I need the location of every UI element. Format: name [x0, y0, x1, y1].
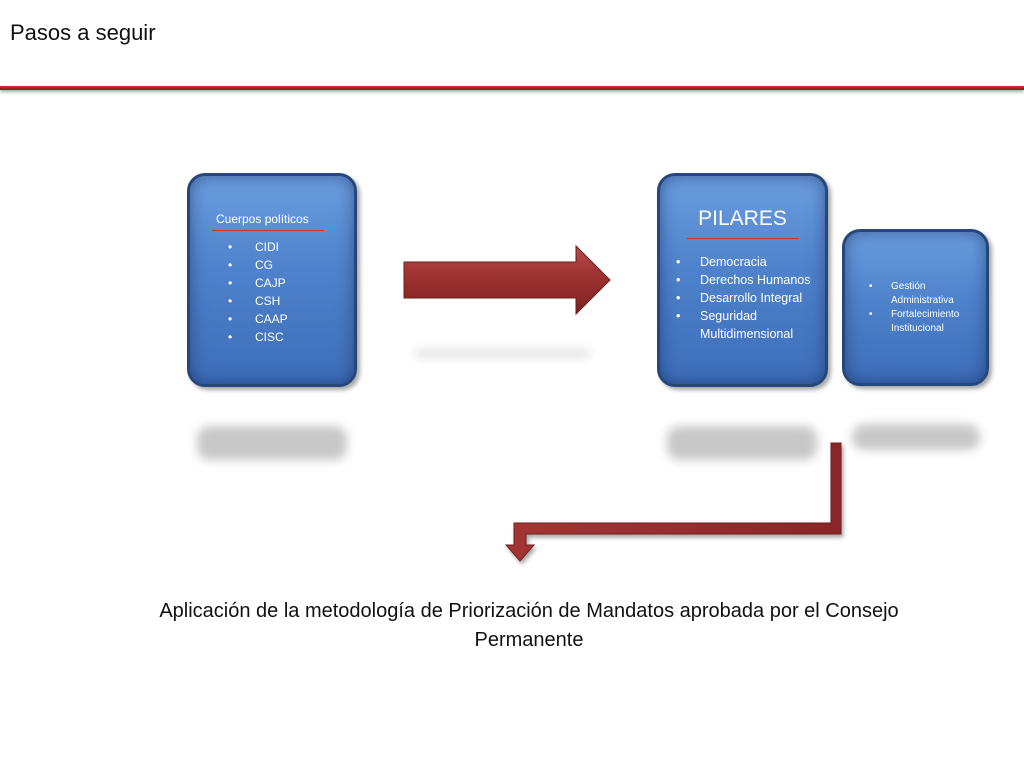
cuerpos-list-item: CIDI	[228, 238, 288, 256]
caption-text: Aplicación de la metodología de Prioriza…	[159, 600, 899, 651]
right-arrow-icon	[403, 244, 611, 316]
cuerpos-politicos-heading: Cuerpos políticos	[216, 212, 309, 226]
pilares-box-reflection	[667, 426, 817, 460]
cuerpos-heading-underline	[212, 230, 324, 231]
pilares-list-item: Derechos Humanos	[674, 271, 824, 289]
title-divider	[0, 86, 1024, 90]
cuerpos-box-reflection	[197, 426, 347, 460]
pilares-list-item: Desarrollo Integral	[674, 289, 824, 307]
pilares-list-item: Seguridad Multidimensional	[674, 307, 824, 343]
gestion-list-item: Gestión Administrativa	[863, 280, 988, 308]
cuerpos-list-item: CG	[228, 256, 288, 274]
gestion-list-item: Fortalecimiento Institucional	[863, 308, 988, 336]
pilares-heading: PILARES	[698, 207, 787, 230]
cuerpos-list-item: CISC	[228, 328, 288, 346]
slide-title: Pasos a seguir	[10, 20, 156, 45]
arrow-reflection	[415, 350, 591, 357]
gestion-box: Gestión Administrativa Fortalecimiento I…	[842, 229, 989, 386]
cuerpos-list-item: CAJP	[228, 274, 288, 292]
cuerpos-list-item: CAAP	[228, 310, 288, 328]
pilares-list-item: Democracia	[674, 253, 824, 271]
cuerpos-list: CIDI CG CAJP CSH CAAP CISC	[228, 238, 288, 346]
pilares-heading-underline	[687, 238, 799, 239]
gestion-list: Gestión Administrativa Fortalecimiento I…	[863, 280, 988, 336]
pilares-box: PILARES Democracia Derechos Humanos Desa…	[657, 173, 828, 387]
cuerpos-politicos-box: Cuerpos políticos CIDI CG CAJP CSH CAAP …	[187, 173, 357, 387]
gestion-box-reflection	[852, 424, 980, 450]
cuerpos-list-item: CSH	[228, 292, 288, 310]
elbow-arrow-icon	[504, 442, 842, 562]
pilares-list: Democracia Derechos Humanos Desarrollo I…	[674, 253, 824, 343]
